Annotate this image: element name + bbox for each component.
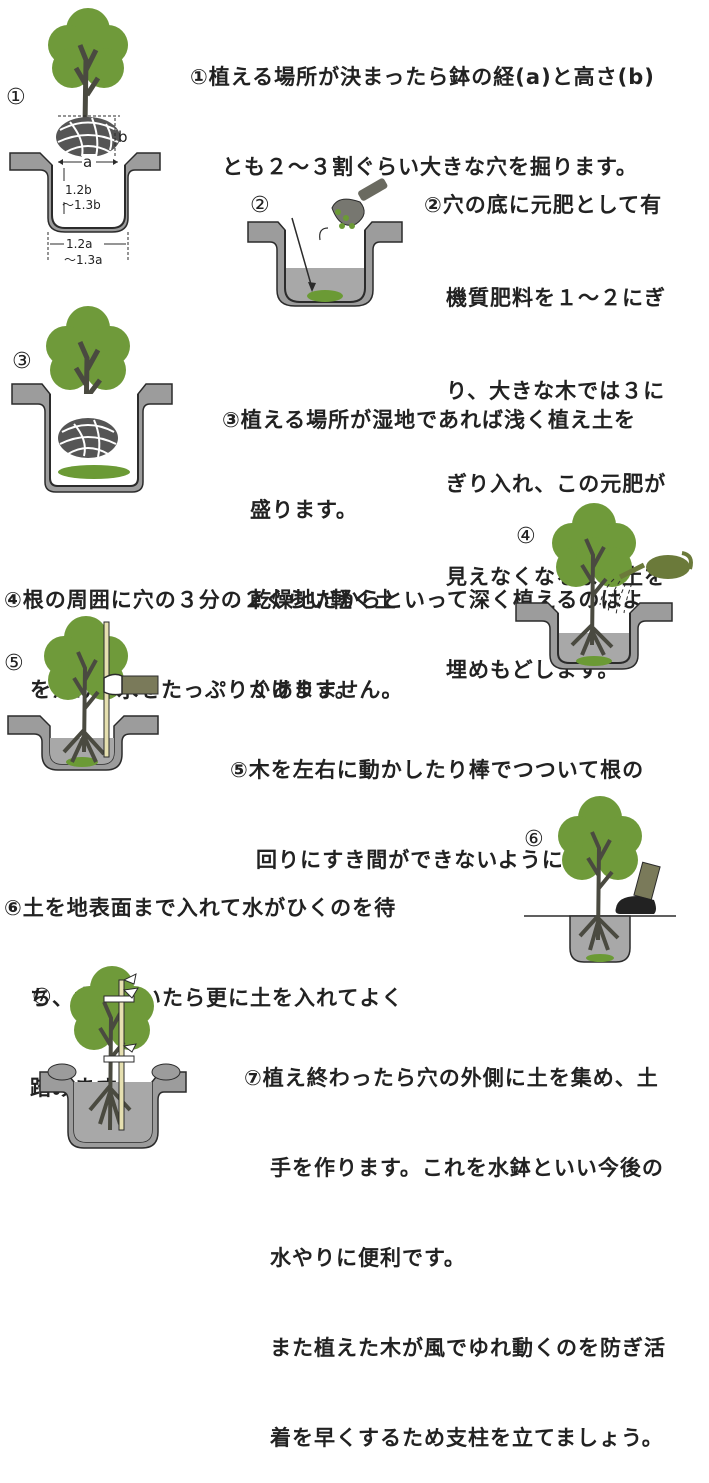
step3-text: ③植える場所が湿地であれば浅く植え土を 盛ります。 乾燥地だからといって深く植え… [222, 345, 644, 735]
step3-illustration: ③ [11, 306, 173, 493]
dim-a-label: a [83, 153, 92, 171]
dim-b-label: b [118, 128, 128, 146]
step7-number: ⑦ [32, 985, 52, 1010]
step5-illustration: ⑤ [4, 616, 159, 771]
step6-illustration: ⑥ [524, 796, 676, 963]
tree-icon [552, 503, 636, 587]
step3-number: ③ [12, 349, 32, 374]
step1-line-2: とも２～３割ぐらい大きな穴を掘ります。 [222, 155, 638, 179]
step7-line-2: 手を作ります。これを水鉢といい今後の [270, 1156, 664, 1180]
step3-line-2: 盛ります。 [250, 498, 358, 522]
watering-can-icon [618, 551, 693, 580]
step2-line-1: ②穴の底に元肥として有 [424, 193, 663, 217]
step3-line-1: ③植える場所が湿地であれば浅く植え土を [222, 408, 636, 432]
step7-line-4: また植えた木が風でゆれ動くのを防ぎ活 [270, 1336, 666, 1360]
step2-illustration: ② [247, 178, 403, 307]
step1-illustration: ① b a 1.2b ～1.3b 1.2a ～1.3a [6, 8, 161, 267]
step2-line-2: 機質肥料を１～２にぎ [446, 286, 666, 310]
tree-icon [46, 306, 130, 426]
tree-icon [48, 8, 128, 126]
step7-line-3: 水やりに便利です。 [270, 1246, 466, 1270]
root-ball-icon [56, 117, 120, 158]
step2-line-4: ぎり入れ、この元肥が [446, 472, 667, 496]
step5-line-1: ⑤木を左右に動かしたり棒でつついて根の [230, 758, 645, 782]
step1-line-1: ①植える場所が決まったら鉢の経(a)と高さ(b) [190, 65, 655, 89]
step2-text: ②穴の底に元肥として有 機質肥料を１～２にぎ り、大きな木では３に ぎり入れ、こ… [424, 128, 666, 717]
step7-text: ⑦植え終わったら穴の外側に土を集め、土 手を作ります。これを水鉢といい今後の 水… [244, 1003, 666, 1483]
dim-depth-2: ～1.3b [62, 198, 101, 212]
step1-text: ①植える場所が決まったら鉢の経(a)と高さ(b) とも２～３割ぐらい大きな穴を掘… [190, 2, 655, 212]
hand-icon [103, 673, 159, 696]
step7-illustration: ⑦ [32, 966, 187, 1149]
boot-icon [615, 861, 661, 914]
step2-number: ② [250, 193, 270, 218]
step6-number: ⑥ [524, 827, 544, 852]
step4-number: ④ [516, 524, 536, 549]
step2-line-3: り、大きな木では３に [446, 379, 666, 403]
step1-number: ① [6, 85, 26, 110]
step7-line-5: 着を早くするため支柱を立てましょう。 [270, 1426, 664, 1450]
scoop-icon [331, 178, 388, 226]
step4-line-1: ④根の周囲に穴の３分の２くらい軽く土 [4, 588, 397, 612]
step3-line-4: くありません。 [250, 678, 404, 702]
step3-line-3: 乾燥地だからといって深く植えるのはよ [250, 588, 645, 612]
step6-line-1: ⑥土を地表面まで入れて水がひくのを待 [4, 896, 397, 920]
root-ball-icon [58, 418, 118, 458]
dim-width-2: ～1.3a [64, 253, 102, 267]
stake-icon [118, 979, 125, 1131]
dim-width-1: 1.2a [66, 237, 92, 251]
dim-depth-1: 1.2b [65, 183, 92, 197]
step5-number: ⑤ [4, 651, 24, 676]
step7-line-1: ⑦植え終わったら穴の外側に土を集め、土 [244, 1066, 659, 1090]
step4-illustration: ④ [515, 503, 693, 670]
